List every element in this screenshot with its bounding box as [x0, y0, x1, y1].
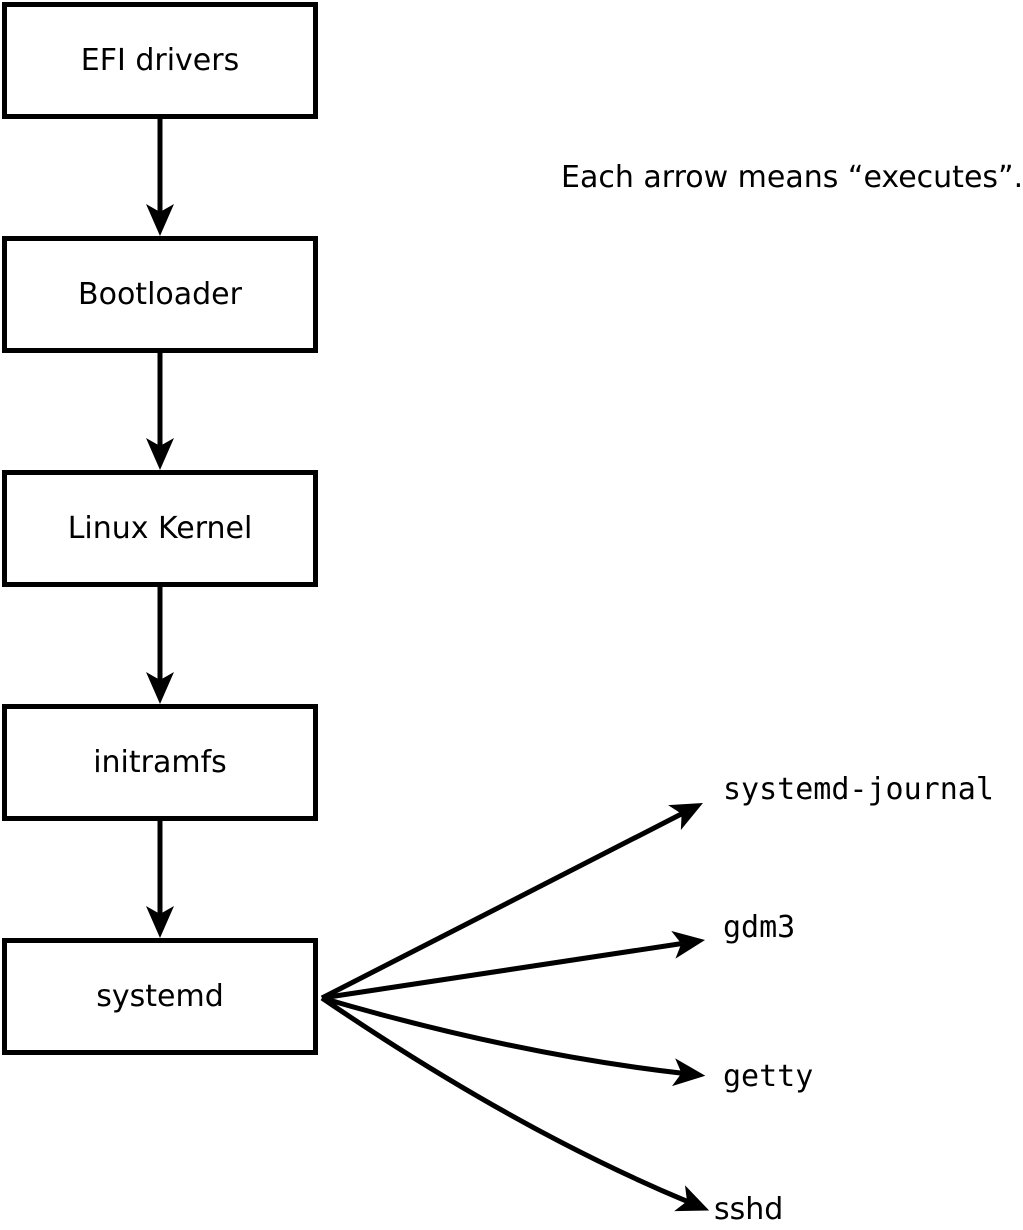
- box-bootloader: Bootloader: [2, 236, 318, 353]
- box-efi-drivers: EFI drivers: [2, 2, 318, 119]
- box-efi-drivers-label: EFI drivers: [80, 42, 240, 78]
- box-linux-kernel: Linux Kernel: [2, 470, 318, 587]
- arrow-systemd-to-sshd: [320, 995, 710, 1212]
- arrow-systemd-to-gdm3: [321, 930, 706, 1001]
- label-sshd: sshd: [714, 1192, 784, 1227]
- label-gdm3: gdm3: [723, 910, 796, 945]
- arrow-systemd-to-journal: [320, 802, 703, 1001]
- label-getty: getty: [723, 1059, 814, 1094]
- box-bootloader-label: Bootloader: [78, 276, 242, 312]
- box-systemd: systemd: [2, 938, 318, 1055]
- box-initramfs: initramfs: [2, 704, 318, 821]
- box-linux-kernel-label: Linux Kernel: [67, 510, 253, 546]
- label-systemd-journal: systemd-journal: [723, 772, 994, 807]
- arrow-meaning-note: Each arrow means “executes”.: [561, 160, 1023, 195]
- box-initramfs-label: initramfs: [93, 744, 227, 780]
- box-systemd-label: systemd: [96, 978, 224, 1014]
- arrow-systemd-to-getty: [321, 995, 706, 1087]
